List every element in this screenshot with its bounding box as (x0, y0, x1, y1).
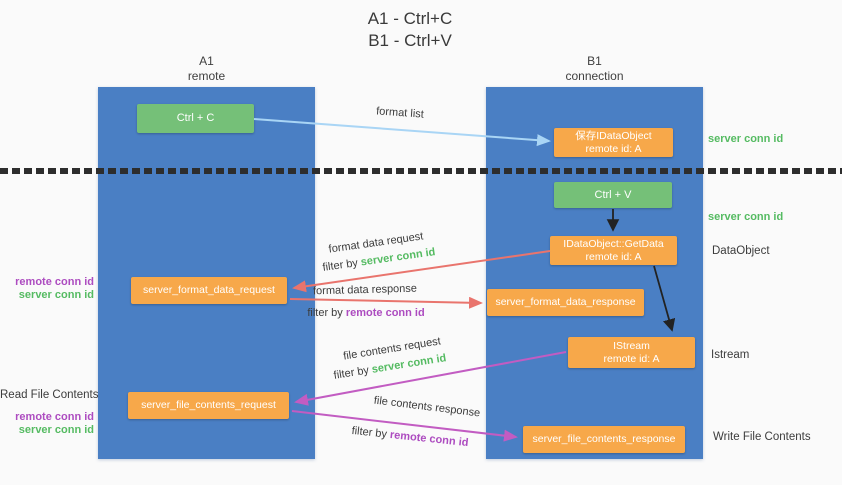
node-server-file-contents-response: server_file_contents_response (523, 426, 685, 453)
label-format-data-response-text: format data response (312, 282, 418, 298)
node-ctrl-c: Ctrl + C (137, 104, 254, 133)
node-istream-line1: IStream (613, 339, 650, 352)
node-getdata-line2: remote id: A (585, 250, 642, 263)
node-istream: IStream remote id: A (568, 337, 695, 368)
side-write-file-contents-text: Write File Contents (713, 431, 811, 443)
node-istream-line2: remote id: A (603, 352, 660, 365)
remote-conn-id-text: remote conn id (345, 307, 425, 319)
side-istream: Istream (711, 349, 749, 361)
diagram-title: A1 - Ctrl+C B1 - Ctrl+V (0, 8, 820, 52)
side-remote-conn-id-1: remote conn id (15, 276, 94, 288)
node-server-file-contents-request: server_file_contents_request (128, 392, 289, 419)
node-save-idataobject: 保存IDataObject remote id: A (554, 128, 673, 157)
title-line-1: A1 - Ctrl+C (367, 9, 453, 28)
node-server-format-data-response: server_format_data_response (487, 289, 644, 316)
filter-by-text: filter by (307, 307, 346, 319)
column-b-id: B1 (587, 54, 602, 68)
title-line-2: B1 - Ctrl+V (368, 31, 452, 50)
side-istream-text: Istream (711, 349, 750, 361)
column-a-name: remote (187, 69, 226, 83)
side-conn-ids-file: remote conn id server conn id (0, 411, 94, 437)
arrow-format-data-response (289, 296, 483, 309)
label-filter-by-remote-conn-id-2: filter by remote conn id (351, 425, 469, 449)
node-ctrl-v-label: Ctrl + V (594, 188, 632, 201)
filter-by-text: filter by (332, 363, 373, 382)
side-dataobject: DataObject (712, 245, 770, 257)
node-ctrl-v: Ctrl + V (554, 182, 672, 208)
side-server-conn-id-mid-text: server conn id (708, 211, 784, 223)
label-filter-by-remote-conn-id-1: filter by remote conn id (307, 307, 424, 319)
side-server-conn-id-mid: server conn id (708, 211, 783, 223)
node-getdata-line1: IDataObject::GetData (563, 237, 664, 250)
side-server-conn-id-top: server conn id (708, 133, 783, 145)
node-save-line1: 保存IDataObject (575, 129, 652, 142)
side-remote-conn-id-2: remote conn id (15, 411, 94, 423)
label-file-contents-response-text: file contents response (373, 394, 481, 420)
node-fmt-res-label: server_format_data_response (495, 296, 636, 308)
label-file-contents-response: file contents response (373, 395, 481, 420)
filter-by-text: filter by (351, 424, 391, 441)
column-b-name: connection (565, 69, 624, 83)
node-server-format-data-request: server_format_data_request (131, 277, 287, 304)
side-read-file-contents-text: Read File Contents (0, 389, 99, 401)
side-server-conn-id-top-text: server conn id (708, 133, 784, 145)
side-server-conn-id-1: server conn id (18, 289, 94, 301)
label-format-list: format list (376, 105, 424, 120)
label-format-data-response: format data response (313, 283, 417, 298)
node-idataobject-getdata: IDataObject::GetData remote id: A (550, 236, 677, 265)
node-fmt-req-label: server_format_data_request (143, 284, 275, 296)
filter-by-text: filter by (321, 256, 362, 274)
node-file-res-label: server_file_contents_response (532, 433, 676, 445)
node-save-line2: remote id: A (585, 142, 642, 155)
column-a-header: A1 remote (98, 54, 315, 84)
label-format-list-text: format list (375, 105, 425, 121)
column-a-id: A1 (199, 54, 214, 68)
remote-conn-id-text: remote conn id (389, 428, 469, 450)
side-write-file-contents: Write File Contents (713, 431, 811, 443)
node-ctrl-c-label: Ctrl + C (176, 112, 215, 124)
side-conn-ids-format: remote conn id server conn id (0, 276, 94, 302)
side-read-file-contents: Read File Contents (0, 389, 98, 401)
side-dataobject-text: DataObject (712, 245, 770, 257)
dotted-divider (0, 168, 842, 174)
column-b-header: B1 connection (486, 54, 703, 84)
node-file-req-label: server_file_contents_request (141, 399, 276, 411)
side-server-conn-id-2: server conn id (18, 424, 94, 436)
